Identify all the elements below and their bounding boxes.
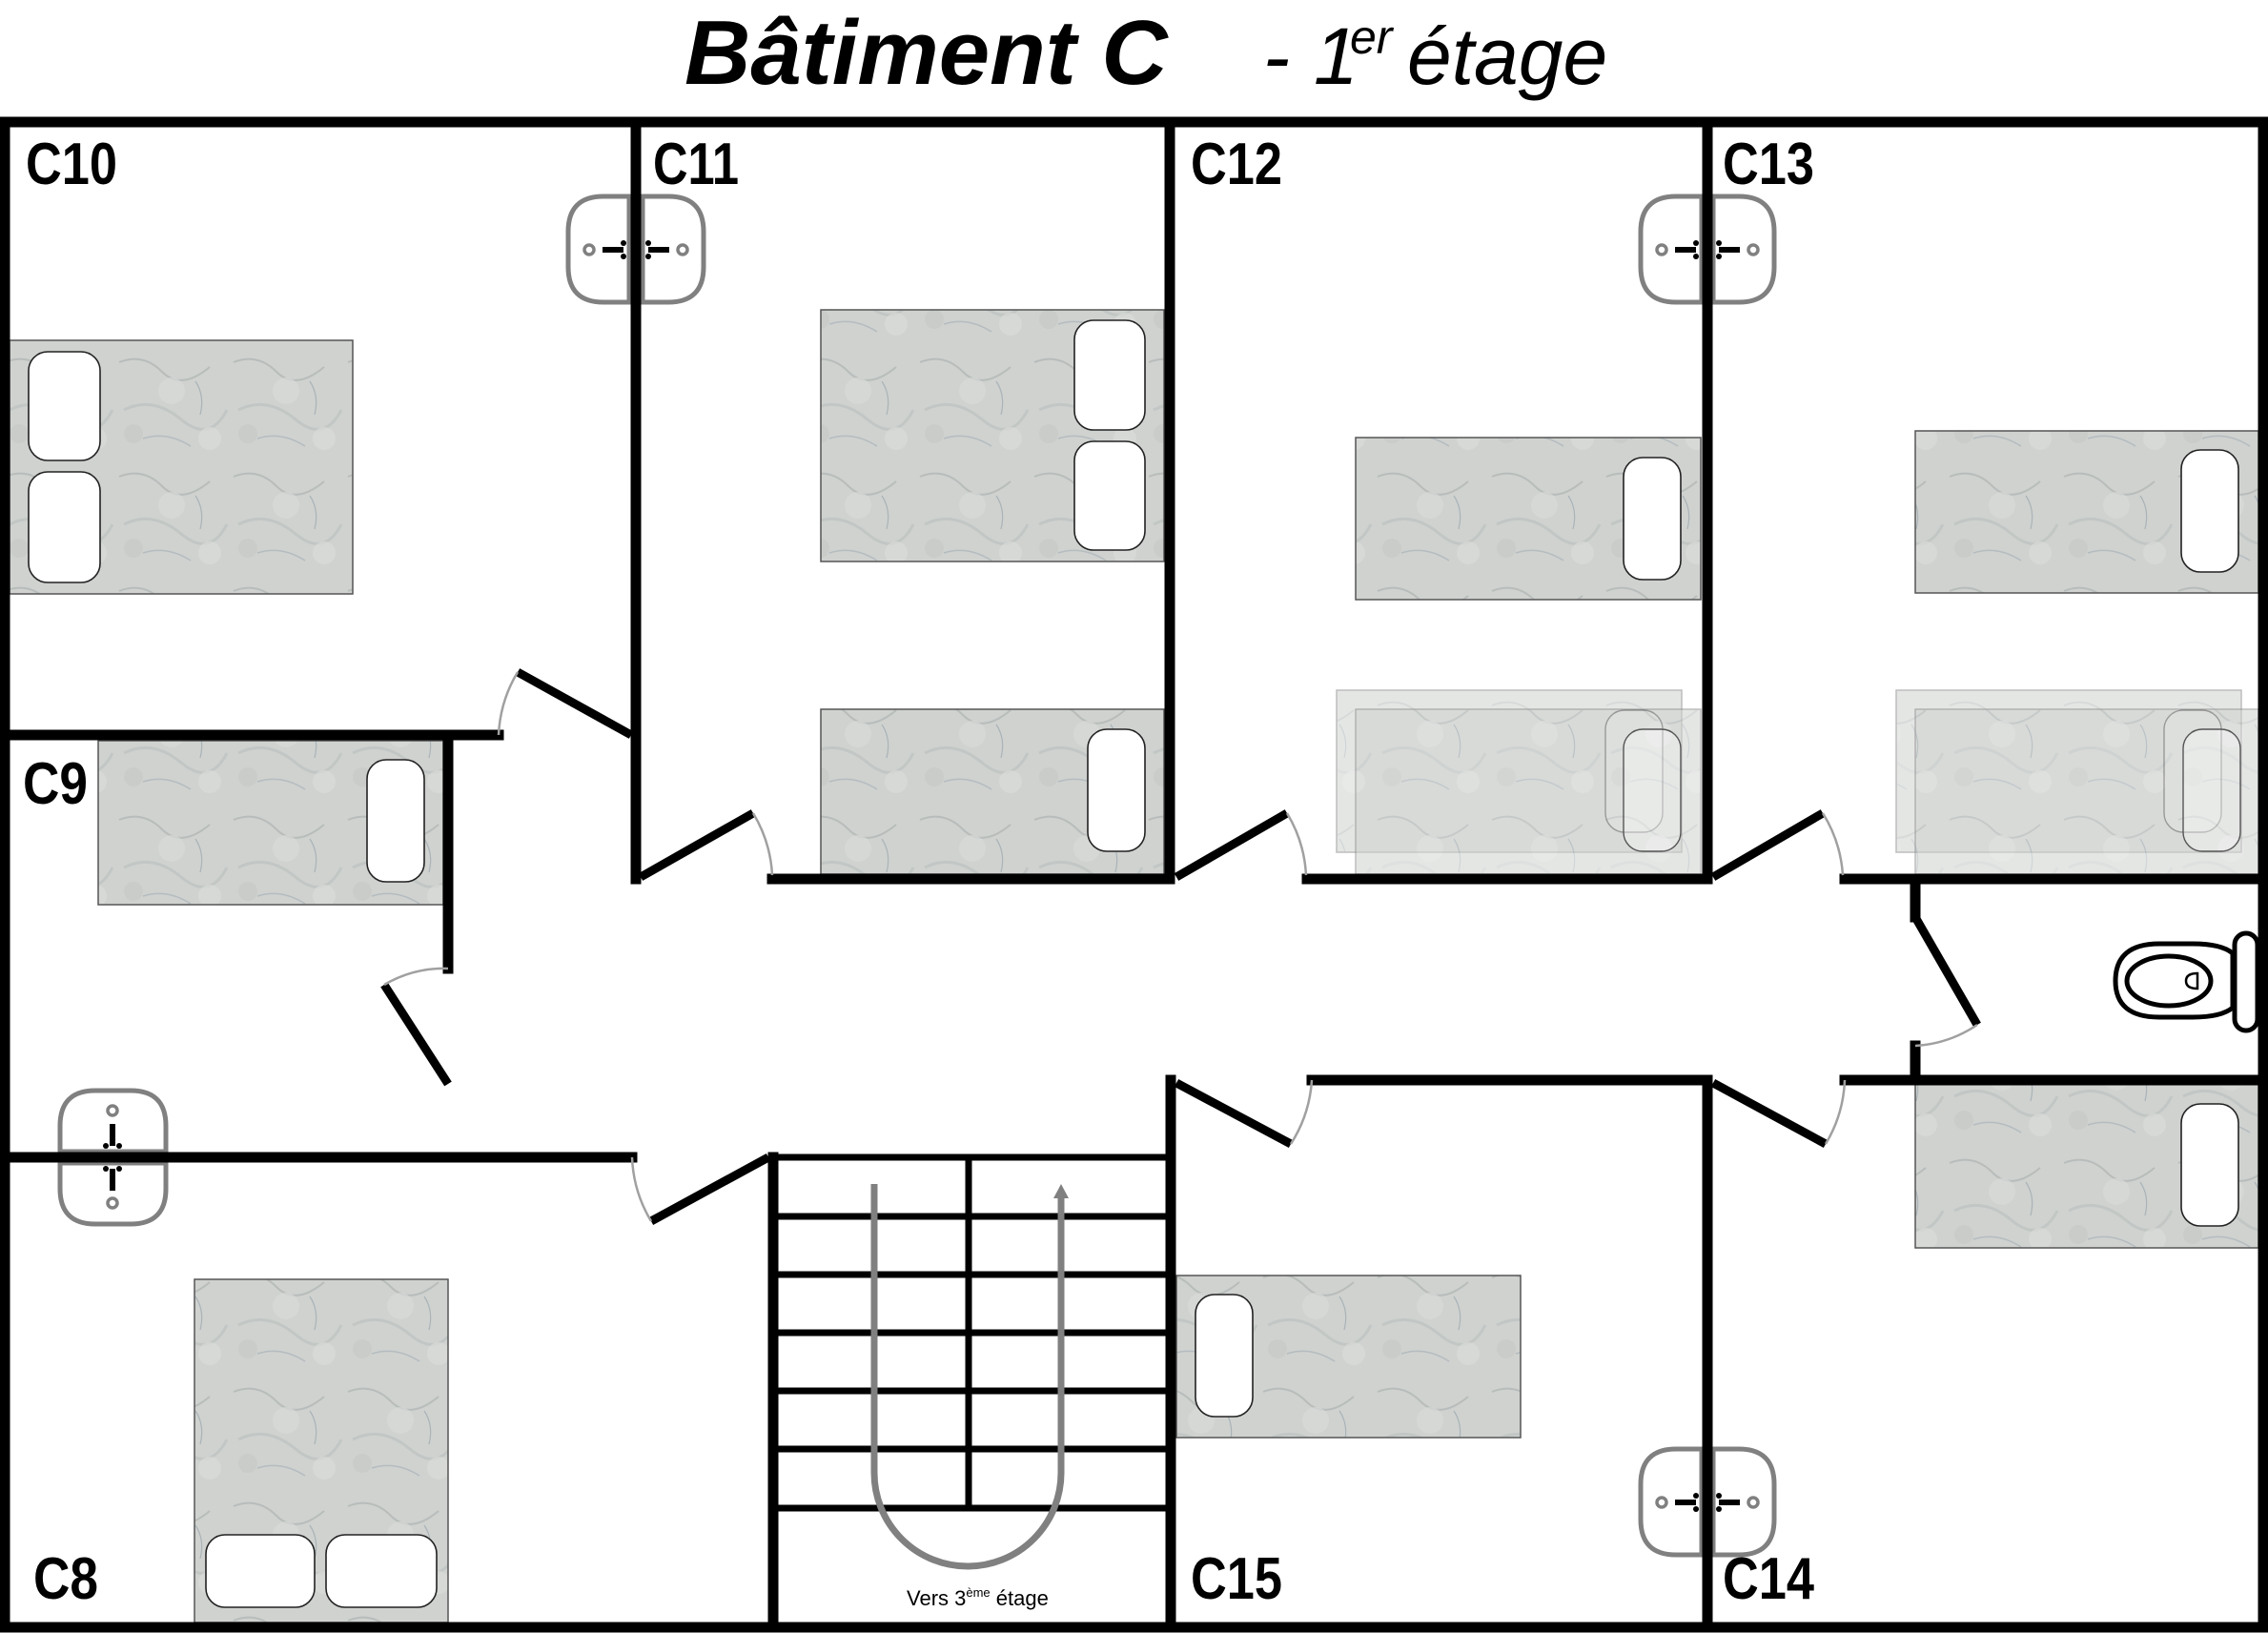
- room-label-c10: C10: [26, 132, 117, 197]
- sink-icon: [57, 1088, 169, 1227]
- door-c8[interactable]: [630, 1153, 771, 1225]
- door-c12[interactable]: [1174, 809, 1308, 881]
- door-c10[interactable]: [497, 668, 634, 739]
- bed-icon: [97, 740, 444, 906]
- bed-icon: [1355, 437, 1702, 601]
- u-turn-arrow-icon: [870, 1184, 1069, 1570]
- title-separator: -: [1263, 11, 1290, 101]
- room-label-c9: C9: [23, 751, 88, 817]
- bunk-bed-icon: [1895, 689, 2259, 875]
- stair-label: Vers 3ème étage: [907, 1585, 1049, 1610]
- staircase: Vers 3ème étage: [773, 1153, 1171, 1610]
- sink-icon: [565, 194, 706, 305]
- bed-icon: [1175, 1275, 1522, 1439]
- sink-icon: [1638, 194, 1777, 305]
- toilet-icon: [2113, 930, 2260, 1033]
- door-c14[interactable]: [1710, 1079, 1847, 1148]
- sink-icon: [1638, 1446, 1777, 1558]
- room-label-c11: C11: [653, 132, 739, 197]
- room-label-c15: C15: [1191, 1546, 1282, 1612]
- title-floor-number: 1: [1314, 11, 1359, 101]
- page-title: Bâtiment C - 1 er étage: [684, 2, 1607, 104]
- doors: [380, 668, 1981, 1225]
- door-c15[interactable]: [1174, 1079, 1314, 1148]
- bed-icon: [1914, 1083, 2259, 1249]
- bed-icon: [9, 339, 354, 595]
- bed-icon: [1914, 430, 2259, 594]
- bunk-bed-icon: [1336, 689, 1702, 875]
- door-wc[interactable]: [1911, 914, 1981, 1048]
- bed-icon: [820, 309, 1165, 562]
- room-labels: C10 C11 C12 C13 C9 C8 C15 C14: [23, 132, 1814, 1612]
- room-label-c8: C8: [33, 1546, 98, 1612]
- room-label-c13: C13: [1723, 132, 1814, 197]
- door-c11[interactable]: [638, 809, 774, 881]
- door-c9[interactable]: [380, 967, 452, 1087]
- room-label-c12: C12: [1191, 132, 1282, 197]
- room-label-c14: C14: [1723, 1546, 1814, 1612]
- bed-icon: [194, 1278, 449, 1623]
- title-floor-suffix: er: [1350, 10, 1395, 64]
- bed-icon: [820, 708, 1165, 875]
- title-floor-word: étage: [1407, 11, 1607, 101]
- door-c13[interactable]: [1710, 809, 1845, 881]
- title-building: Bâtiment C: [684, 2, 1169, 104]
